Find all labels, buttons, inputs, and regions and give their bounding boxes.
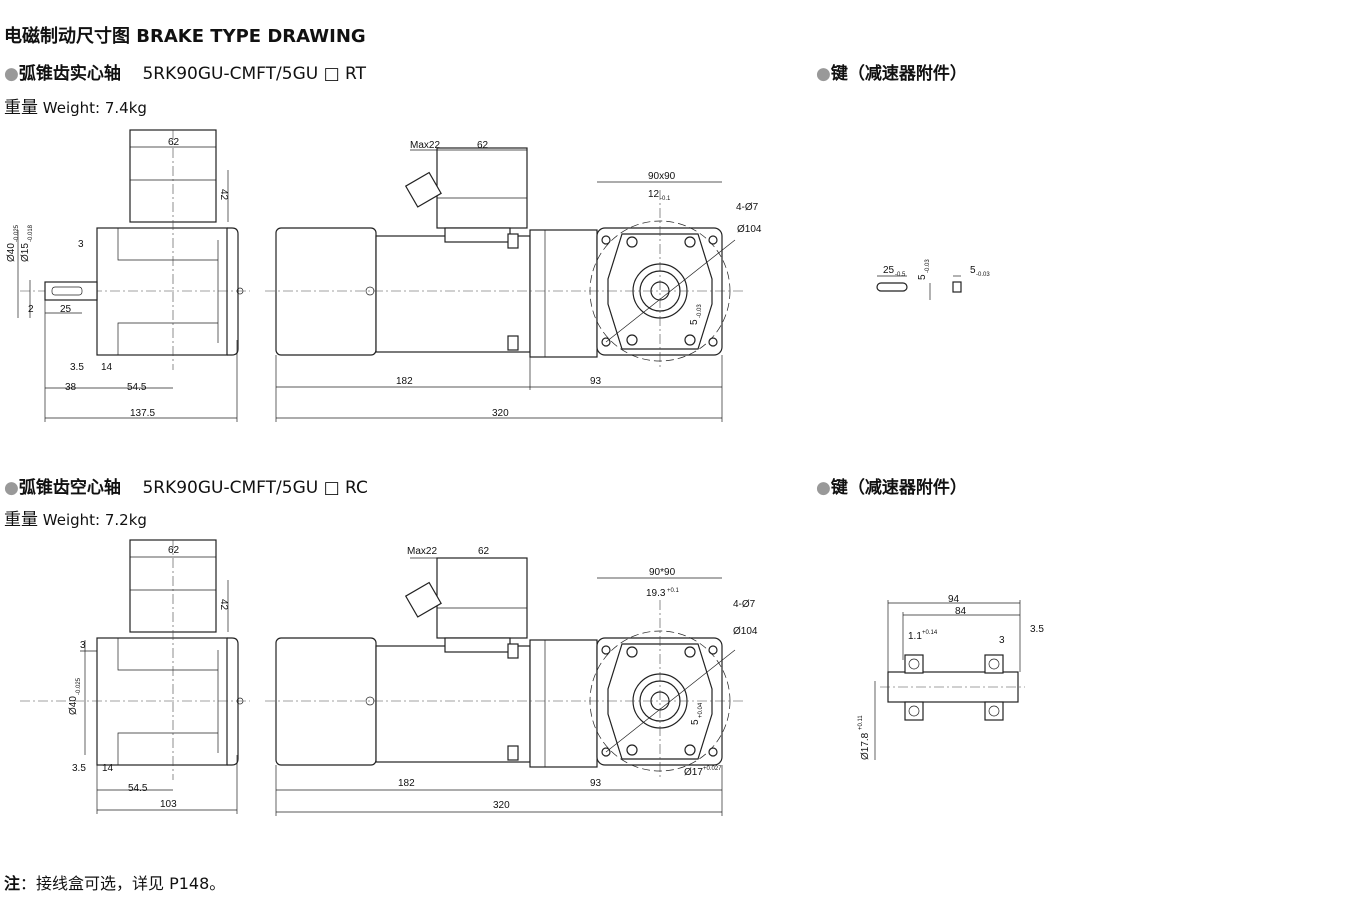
section-1-heading: ●弧锥齿实心轴 5RK90GU-CMFT/5GU □ RT [4, 64, 367, 84]
key12-tolerance: -0.1 [660, 196, 671, 202]
svg-text:54.5: 54.5 [128, 783, 148, 794]
svg-text:Max22: Max22 [407, 546, 437, 557]
k5-tolerance: +0.04 [698, 702, 704, 718]
svg-text:Ø17.8: Ø17.8 [860, 732, 871, 760]
svg-text:5: 5 [689, 319, 700, 325]
footnote: 注：接线盒可选，详见 P148。 [4, 874, 226, 893]
svg-text:14: 14 [102, 763, 114, 774]
key-length-tolerance: -0.5 [895, 272, 906, 278]
svg-text:1.1: 1.1 [908, 631, 922, 642]
svg-text:62: 62 [168, 137, 180, 148]
svg-text:14: 14 [101, 362, 113, 373]
key-width-tolerance: -0.03 [976, 272, 990, 278]
page-title: 电磁制动尺寸图 BRAKE TYPE DRAWING [4, 26, 366, 47]
svg-text:Ø104: Ø104 [733, 626, 758, 637]
svg-text:25: 25 [883, 265, 895, 276]
svg-text:3: 3 [999, 635, 1005, 646]
svg-text:Max22: Max22 [410, 140, 440, 151]
section-2-key-heading: ●键（减速器附件） [816, 478, 967, 498]
svg-text:62: 62 [478, 546, 490, 557]
svg-text:42: 42 [218, 189, 229, 201]
section-1-key-heading: ●键（减速器附件） [816, 64, 967, 84]
svg-text:Ø15: Ø15 [20, 243, 31, 262]
svg-text:320: 320 [493, 800, 510, 811]
svg-text:3.5: 3.5 [1030, 624, 1044, 635]
svg-text:3.5: 3.5 [72, 763, 86, 774]
svg-text:90*90: 90*90 [649, 567, 676, 578]
svg-text:62: 62 [477, 140, 489, 151]
section-2-weight: 重量 Weight: 7.2kg [4, 510, 147, 530]
d15-tolerance: -0.018 [28, 224, 34, 242]
svg-text:3: 3 [80, 640, 86, 651]
svg-text:90x90: 90x90 [648, 171, 676, 182]
svg-text:2: 2 [28, 304, 34, 315]
d40-tolerance: -0.025 [76, 677, 82, 695]
svg-text:12: 12 [648, 189, 660, 200]
svg-text:93: 93 [590, 778, 602, 789]
svg-text:54.5: 54.5 [127, 382, 147, 393]
c11-tolerance: +0.14 [922, 630, 938, 636]
svg-text:Ø17: Ø17 [684, 767, 703, 778]
key-height-tolerance: -0.03 [925, 259, 931, 273]
svg-text:3.5: 3.5 [70, 362, 84, 373]
section-2-heading: ●弧锥齿空心轴 5RK90GU-CMFT/5GU □ RC [4, 478, 368, 498]
svg-text:Ø40: Ø40 [68, 696, 79, 715]
hollow-shaft-assembly-drawing: 94 84 1.1 +0.14 3 3.5 Ø17.8 +0.11 [858, 594, 1044, 760]
svg-text:320: 320 [492, 408, 509, 419]
svg-text:5: 5 [970, 265, 976, 276]
svg-text:19.3: 19.3 [646, 588, 666, 599]
svg-text:182: 182 [398, 778, 415, 789]
d178-tolerance: +0.11 [858, 715, 864, 730]
svg-text:94: 94 [948, 594, 960, 605]
svg-text:Ø104: Ø104 [737, 224, 762, 235]
svg-text:38: 38 [65, 382, 77, 393]
section-1-weight: 重量 Weight: 7.4kg [4, 98, 147, 118]
svg-text:25: 25 [60, 304, 72, 315]
d40-tolerance: -0.025 [14, 224, 20, 242]
svg-text:3: 3 [78, 239, 84, 250]
solid-shaft-front-view: Max22 62 90x90 12 -0.1 4-Ø7 Ø104 5 -0.03… [264, 140, 762, 422]
bore-tolerance: +0.027 [703, 766, 722, 772]
svg-text:42: 42 [218, 599, 229, 611]
svg-text:5: 5 [690, 719, 701, 725]
hollow-shaft-side-view: 62 42 3 Ø40 -0.025 3.5 14 54.5 103 [19, 539, 251, 814]
svg-text:93: 93 [590, 376, 602, 387]
svg-text:Ø40: Ø40 [6, 243, 17, 262]
svg-text:137.5: 137.5 [130, 408, 155, 419]
svg-text:4-Ø7: 4-Ø7 [736, 202, 759, 213]
svg-text:62: 62 [168, 545, 180, 556]
k5-tolerance: -0.03 [697, 304, 703, 318]
svg-text:103: 103 [160, 799, 177, 810]
svg-text:5: 5 [917, 274, 928, 280]
solid-shaft-side-view: 62 42 3 Ø40 -0.025 Ø15 -0.018 2 25 3.5 1… [6, 129, 251, 422]
svg-text:182: 182 [396, 376, 413, 387]
svg-text:4-Ø7: 4-Ø7 [733, 599, 756, 610]
svg-text:84: 84 [955, 606, 967, 617]
key-tolerance: +0.1 [667, 588, 680, 594]
hollow-shaft-front-view: Max22 62 90*90 19.3 +0.1 4-Ø7 Ø104 5 +0.… [264, 546, 758, 816]
key-drawing: 25 -0.5 5 -0.03 5 -0.03 [876, 259, 990, 300]
